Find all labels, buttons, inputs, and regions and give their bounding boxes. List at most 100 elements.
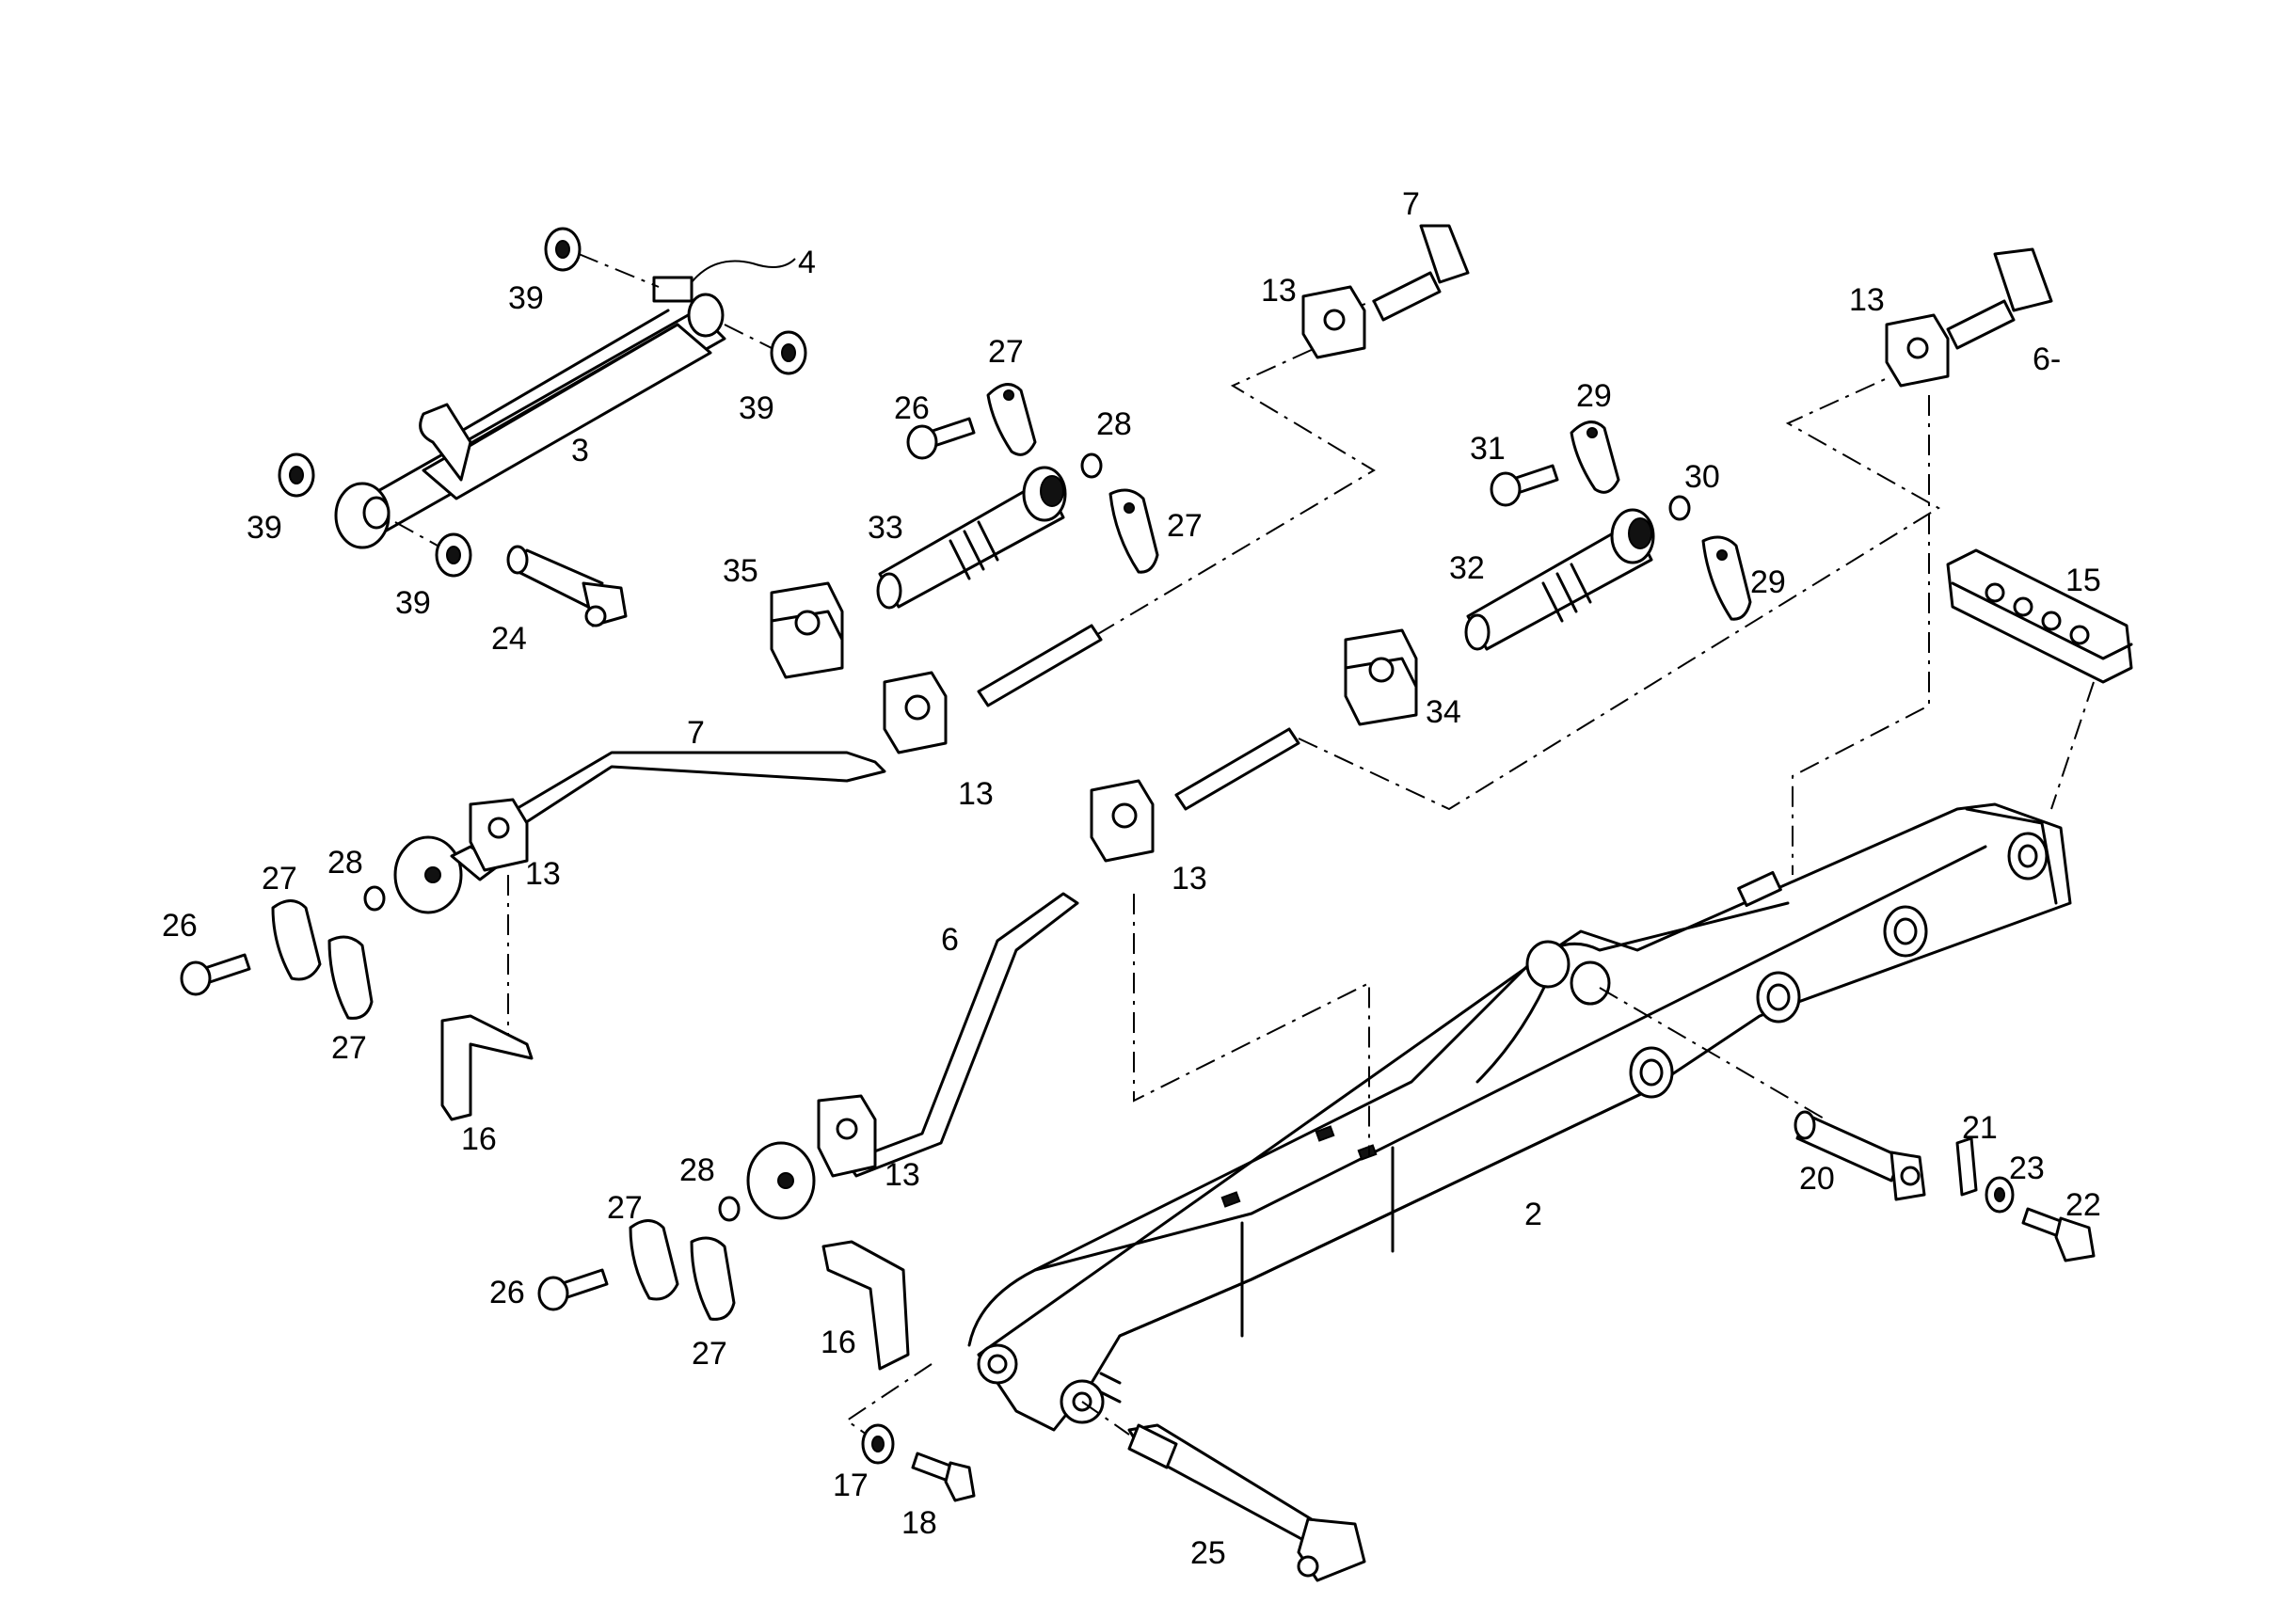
label-6-fitting: 6- xyxy=(2033,341,2061,377)
label-27-f: 27 xyxy=(692,1336,727,1372)
label-16-lower: 16 xyxy=(821,1325,856,1360)
clamp-13-upper-b xyxy=(1885,313,1950,388)
label-29-b: 29 xyxy=(1750,564,1786,600)
label-13-b: 13 xyxy=(1849,282,1885,318)
flange-27-lower xyxy=(1108,488,1159,574)
bolt-31 xyxy=(1490,464,1559,507)
bolt-26-left xyxy=(180,953,251,996)
manifold-block-15 xyxy=(1946,548,2133,684)
flange-27-lower-upper xyxy=(629,1219,679,1301)
part-labels: 2 3 4 6 6- 7 7 13 13 13 13 13 13 15 16 1… xyxy=(162,186,2101,1571)
label-27-c: 27 xyxy=(262,861,297,897)
bolt-22 xyxy=(2021,1207,2096,1262)
label-17: 17 xyxy=(833,1468,869,1503)
label-27-d: 27 xyxy=(331,1030,367,1066)
tube-segment-lower xyxy=(1174,727,1300,811)
flange-27-upper xyxy=(986,383,1037,456)
label-20: 20 xyxy=(1799,1161,1835,1197)
label-6-pipe: 6 xyxy=(941,922,959,958)
label-23: 23 xyxy=(2009,1151,2045,1186)
washer-17 xyxy=(861,1423,895,1465)
washer-23 xyxy=(1985,1176,2015,1214)
label-13-d: 13 xyxy=(525,856,561,892)
label-27-b: 27 xyxy=(1167,508,1203,544)
clamp-35 xyxy=(770,581,844,679)
label-39-bottom: 39 xyxy=(395,585,431,621)
pin-24 xyxy=(506,545,628,627)
bolt-18 xyxy=(911,1452,976,1502)
washer-39-right xyxy=(770,330,807,375)
label-13-f: 13 xyxy=(885,1157,920,1193)
clamp-13-lower xyxy=(817,1094,877,1178)
pin-20 xyxy=(1794,1110,1926,1201)
boom-arm xyxy=(967,802,2072,1432)
pipe-7 xyxy=(506,751,886,830)
o-ring-30 xyxy=(1668,495,1691,521)
label-31: 31 xyxy=(1470,431,1506,467)
label-34: 34 xyxy=(1426,694,1461,730)
label-13-a: 13 xyxy=(1261,273,1297,309)
bracket-16-upper xyxy=(440,1014,534,1121)
flange-29-upper xyxy=(1570,421,1620,494)
washer-39-top xyxy=(544,227,582,272)
label-30: 30 xyxy=(1684,459,1720,495)
flange-29-lower xyxy=(1701,535,1752,621)
label-4: 4 xyxy=(798,245,816,280)
tube-fitting-7-upper xyxy=(1345,224,1470,322)
o-ring-28-lower xyxy=(718,1196,741,1222)
clamp-13-mid-left xyxy=(883,671,948,754)
label-7-fitting: 7 xyxy=(1402,186,1420,222)
washer-39-bottom xyxy=(435,532,472,578)
hydraulic-cylinder xyxy=(334,258,796,549)
label-2: 2 xyxy=(1524,1197,1542,1232)
label-22: 22 xyxy=(2065,1187,2101,1223)
label-39-left: 39 xyxy=(247,510,282,546)
label-26-lower: 26 xyxy=(489,1275,525,1310)
pipe-6 xyxy=(845,892,1079,1178)
label-33: 33 xyxy=(868,510,903,546)
tube-segment-upper xyxy=(977,624,1103,707)
pin-25 xyxy=(1081,1401,1366,1582)
clamp-34 xyxy=(1344,628,1418,726)
label-39-right: 39 xyxy=(739,390,774,426)
label-3: 3 xyxy=(571,433,589,468)
label-35: 35 xyxy=(723,553,758,589)
clamp-13-left xyxy=(469,798,529,872)
label-21: 21 xyxy=(1962,1110,1998,1146)
clamp-13-upper-a xyxy=(1301,285,1366,359)
bolt-26-lower xyxy=(537,1268,609,1311)
label-27-e: 27 xyxy=(607,1190,643,1226)
flange-fitting-lower xyxy=(746,1141,816,1220)
washer-39-left xyxy=(278,452,315,498)
clamp-13-mid-right xyxy=(1090,779,1155,863)
label-25: 25 xyxy=(1190,1535,1226,1571)
bracket-16-lower xyxy=(821,1240,910,1371)
label-26-upper: 26 xyxy=(894,390,930,426)
label-29-a: 29 xyxy=(1576,378,1612,414)
bolt-26-upper xyxy=(906,417,976,460)
label-16-upper: 16 xyxy=(461,1121,497,1157)
flange-fitting-left xyxy=(393,835,501,914)
plate-21 xyxy=(1955,1136,1978,1197)
o-ring-28-left xyxy=(363,885,386,912)
label-7-pipe: 7 xyxy=(687,715,705,751)
label-13-e: 13 xyxy=(1172,861,1207,897)
label-26-left: 26 xyxy=(162,908,198,944)
tube-fitting-6-upper xyxy=(1946,247,2053,350)
label-27-a: 27 xyxy=(988,334,1024,370)
o-ring-28-upper xyxy=(1080,452,1103,479)
label-32: 32 xyxy=(1449,550,1485,586)
label-39-top: 39 xyxy=(508,280,544,316)
flange-27-left-upper xyxy=(271,899,322,981)
label-18: 18 xyxy=(901,1505,937,1541)
label-24: 24 xyxy=(491,621,527,657)
valve-33 xyxy=(876,466,1067,610)
label-13-c: 13 xyxy=(958,776,994,812)
flange-27-left-lower xyxy=(327,935,374,1020)
valve-32 xyxy=(1464,508,1655,651)
label-28-left: 28 xyxy=(327,845,363,881)
label-15: 15 xyxy=(2065,563,2101,598)
flange-27-lower-lower xyxy=(690,1236,736,1321)
label-28-lower: 28 xyxy=(679,1152,715,1188)
